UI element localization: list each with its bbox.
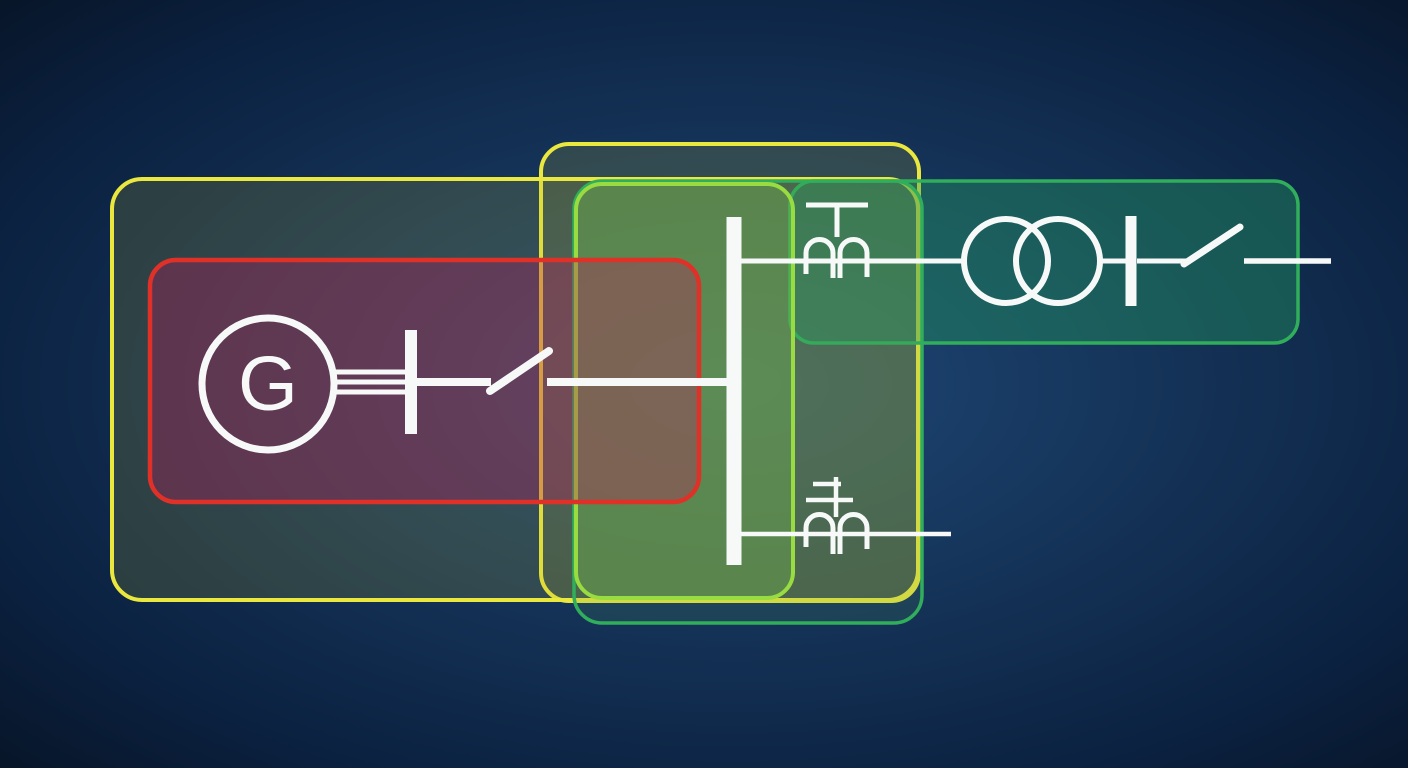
disconnector-blade-icon[interactable]: [486, 347, 553, 395]
generator-label: G: [238, 341, 298, 427]
schematic-symbols: G: [198, 202, 1331, 565]
vt-winding-arches-icon: [803, 512, 870, 554]
transformer-primary-winding-icon: [961, 216, 1051, 306]
generator-disconnector-switch[interactable]: [405, 330, 737, 434]
disconnector-blade-icon[interactable]: [1180, 223, 1244, 268]
earthing-branch: [740, 477, 951, 554]
ct-winding-arches-icon: [803, 237, 870, 278]
generator-symbol: G: [198, 314, 406, 454]
voltage-transformer-earthing-symbol: [803, 477, 870, 554]
current-transformer-symbol: [803, 202, 870, 278]
zone-yellow-generator-bay: [110, 177, 920, 602]
transformer-feeder-branch: [740, 202, 1331, 306]
feeder-disconnector-switch[interactable]: [1125, 216, 1331, 306]
